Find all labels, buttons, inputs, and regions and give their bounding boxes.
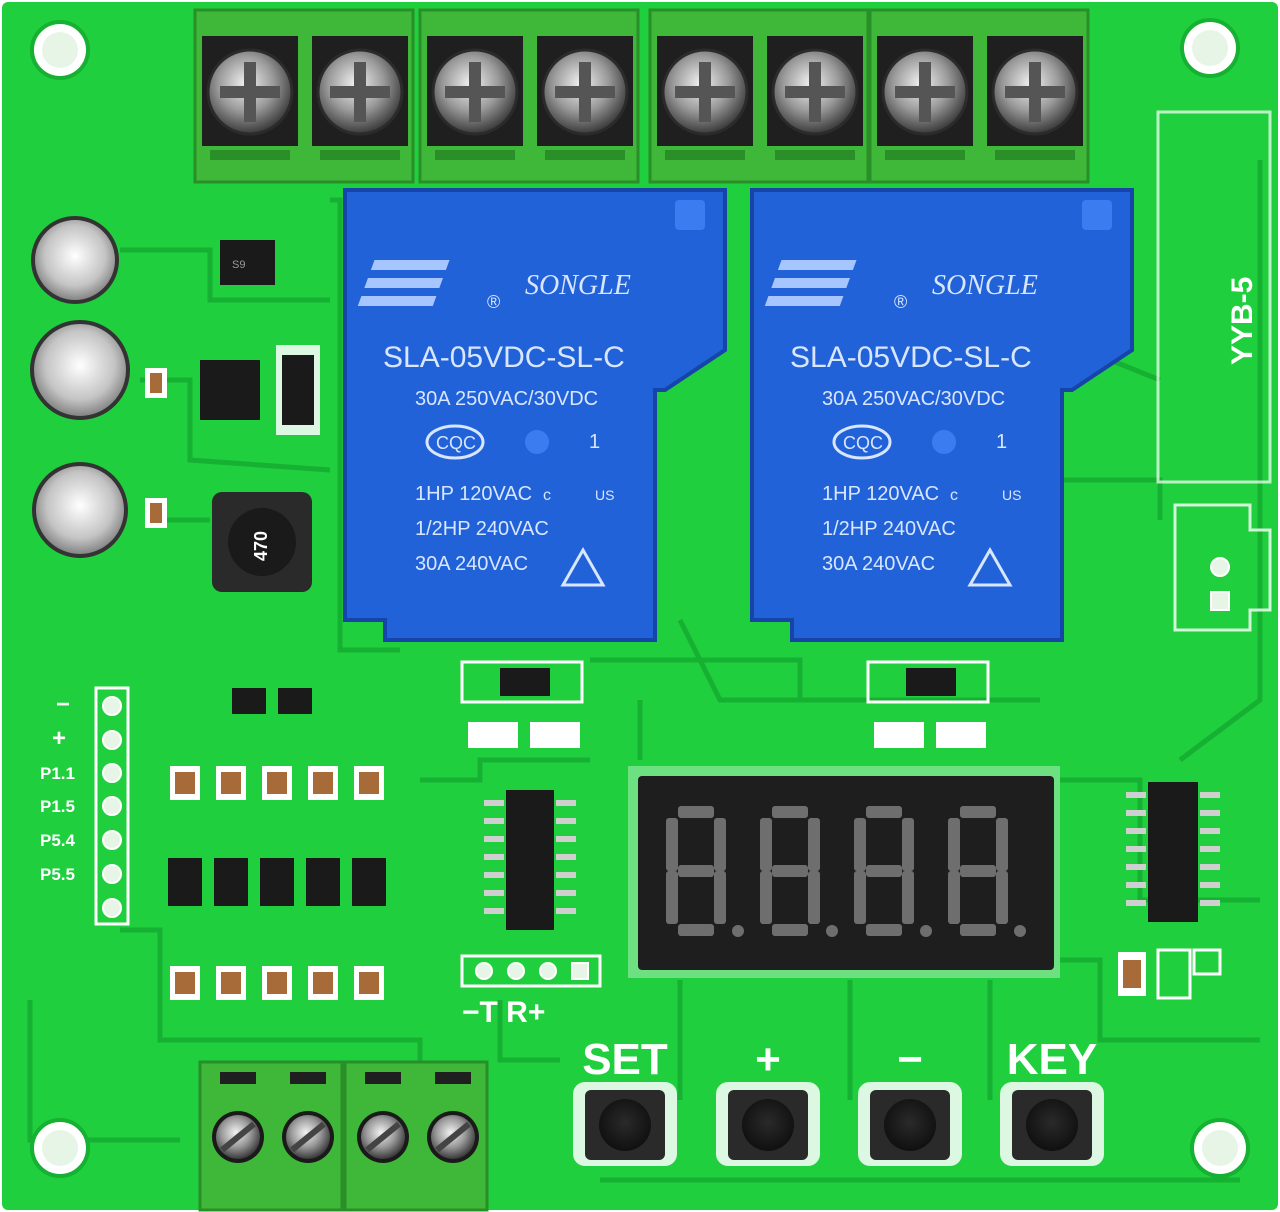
push-button-icon	[599, 1099, 651, 1151]
push-button-icon	[742, 1099, 794, 1151]
relay-pin-mark: 1	[996, 431, 1007, 453]
relay-registered-mark: ®	[894, 292, 907, 312]
seven-segment-display	[628, 766, 1060, 978]
relay-registered-mark: ®	[487, 292, 500, 312]
relay-warning-icon	[560, 546, 606, 587]
uart-pads	[460, 954, 602, 988]
power-regulator-components: S9	[145, 240, 320, 592]
display-digit	[760, 806, 838, 937]
relay-line-1: 1HP 120VAC	[822, 483, 939, 505]
display-digit	[666, 806, 744, 937]
top-screw-terminals	[193, 8, 1090, 184]
relay-line-2: 1/2HP 240VAC	[822, 518, 956, 540]
button-2[interactable]: +	[716, 1035, 820, 1166]
model-label: YYB-5	[1226, 277, 1259, 365]
relay-line-1: 1HP 120VAC	[415, 483, 532, 505]
button-label: KEY	[1007, 1035, 1097, 1084]
push-button-icon	[1026, 1099, 1078, 1151]
relay-warning-icon	[967, 546, 1013, 587]
relay-cert: CQC	[436, 433, 476, 453]
relay-driver-components	[460, 660, 990, 748]
optocoupler-section	[168, 688, 386, 1000]
display-digit	[948, 806, 1026, 937]
integrated-circuits	[484, 782, 1222, 1000]
relay-rating: 30A 250VAC/30VDC	[822, 388, 1005, 410]
relay-1: ® SONGLE SLA-05VDC-SL-C 30A 250VAC/30VDC…	[343, 188, 727, 642]
button-3[interactable]: −	[858, 1035, 962, 1166]
bottom-screw-terminals	[198, 1060, 489, 1212]
relay-line-3: 30A 240VAC	[822, 553, 935, 575]
relay-ul-us: US	[1002, 487, 1021, 503]
push-button-icon	[884, 1099, 936, 1151]
header-pin-label: P5.4	[40, 831, 76, 850]
relay-ul-us: US	[595, 487, 614, 503]
relay-model: SLA-05VDC-SL-C	[383, 341, 625, 374]
relay-pin-mark: 1	[589, 431, 600, 453]
svg-text:S9: S9	[232, 259, 245, 271]
button-label: SET	[582, 1035, 668, 1084]
relay-line-2: 1/2HP 240VAC	[415, 518, 549, 540]
button-4[interactable]: KEY	[1000, 1035, 1104, 1166]
pin-header	[94, 686, 130, 926]
relay-cert: CQC	[843, 433, 883, 453]
sensor-connector	[1173, 503, 1272, 632]
relay-line-3: 30A 240VAC	[415, 553, 528, 575]
inductor-label: 470	[251, 531, 271, 561]
relay-rating: 30A 250VAC/30VDC	[415, 388, 598, 410]
control-buttons: SET + − KEY	[573, 1035, 1104, 1166]
relay-ul-mark: c	[950, 487, 958, 504]
uart-label: −T R+	[462, 996, 545, 1029]
header-pin-label: P1.1	[40, 764, 75, 783]
relay-brand: SONGLE	[932, 270, 1038, 301]
button-label: +	[755, 1035, 781, 1084]
electrolytic-capacitors	[30, 216, 130, 558]
header-pin-label: +	[52, 725, 66, 752]
relay-brand: SONGLE	[525, 270, 631, 301]
relay-2: ® SONGLE SLA-05VDC-SL-C 30A 250VAC/30VDC…	[750, 188, 1134, 642]
button-1[interactable]: SET	[573, 1035, 677, 1166]
relay-ul-mark: c	[543, 487, 551, 504]
header-pin-label: −	[56, 691, 70, 718]
model-label-outline	[1156, 110, 1272, 484]
header-pin-label: P1.5	[40, 797, 75, 816]
display-digit	[854, 806, 932, 937]
button-label: −	[897, 1035, 923, 1084]
header-pin-label: P5.5	[40, 865, 75, 884]
relay-model: SLA-05VDC-SL-C	[790, 341, 1032, 374]
mounting-holes	[30, 18, 1250, 1178]
